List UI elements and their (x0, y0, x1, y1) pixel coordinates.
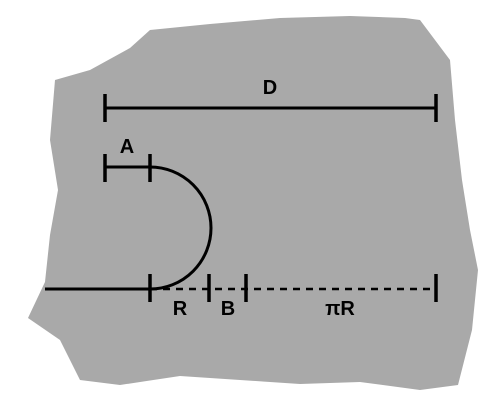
label-pir: πR (325, 298, 355, 320)
label-a: A (120, 136, 134, 158)
semicircle-curve (149, 165, 213, 291)
label-d: D (263, 77, 277, 99)
label-b: B (221, 298, 235, 320)
gray-region (28, 16, 478, 390)
label-r: R (173, 298, 188, 320)
